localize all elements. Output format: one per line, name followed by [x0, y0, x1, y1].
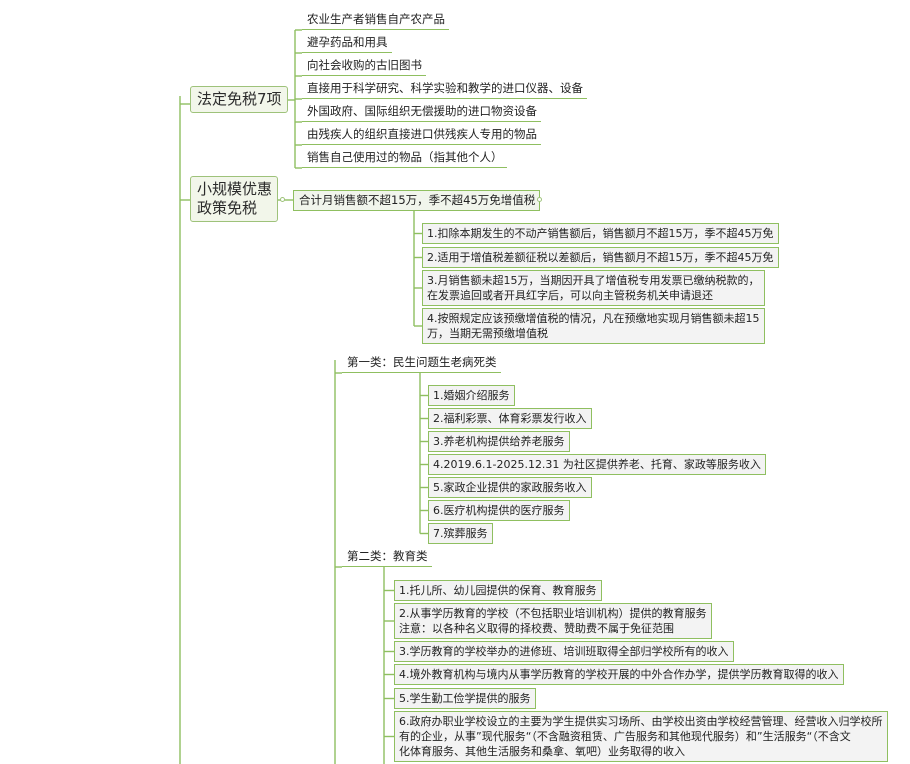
category1-item-5[interactable]: 5.家政企业提供的家政服务收入	[428, 477, 592, 498]
small-scale-detail-4[interactable]: 4.按照规定应该预缴增值税的情况，凡在预缴地实现月销售额未超15 万，当期无需预…	[422, 308, 765, 344]
legal-item-1[interactable]: 农业生产者销售自产农产品	[302, 10, 449, 30]
small-scale-detail-2[interactable]: 2.适用于增值税差额征税以差额后，销售额月不超15万，季不超45万免	[422, 247, 779, 268]
topic-small-scale[interactable]: 小规模优惠 政策免税	[190, 176, 278, 222]
category2-item-2[interactable]: 2.从事学历教育的学校（不包括职业培训机构）提供的教育服务 注意：以各种名义取得…	[394, 603, 712, 639]
category1-item-6[interactable]: 6.医疗机构提供的医疗服务	[428, 500, 570, 521]
category1-item-1[interactable]: 1.婚姻介绍服务	[428, 385, 515, 406]
collapse-handle[interactable]	[280, 197, 285, 202]
legal-item-6[interactable]: 由残疾人的组织直接进口供残疾人专用的物品	[302, 125, 541, 145]
category1-item-2[interactable]: 2.福利彩票、体育彩票发行收入	[428, 408, 592, 429]
legal-item-3[interactable]: 向社会收购的古旧图书	[302, 56, 426, 76]
small-scale-detail-1[interactable]: 1.扣除本期发生的不动产销售额后，销售额月不超15万，季不超45万免	[422, 223, 779, 244]
legal-item-4[interactable]: 直接用于科学研究、科学实验和教学的进口仪器、设备	[302, 79, 587, 99]
legal-item-7[interactable]: 销售自己使用过的物品（指其他个人）	[302, 148, 507, 168]
topic-legal-exemptions[interactable]: 法定免税7项	[190, 86, 288, 113]
category2-item-5[interactable]: 5.学生勤工俭学提供的服务	[394, 688, 536, 709]
small-scale-main[interactable]: 合计月销售额不超15万，季不超45万免增值税	[293, 190, 541, 211]
category2-item-3[interactable]: 3.学历教育的学校举办的进修班、培训班取得全部归学校所有的收入	[394, 641, 734, 662]
small-scale-detail-3[interactable]: 3.月销售额未超15万，当期因开具了增值税专用发票已缴纳税款的， 在发票追回或者…	[422, 270, 765, 306]
legal-item-5[interactable]: 外国政府、国际组织无偿援助的进口物资设备	[302, 102, 541, 122]
legal-item-2[interactable]: 避孕药品和用具	[302, 33, 392, 53]
category1-item-4[interactable]: 4.2019.6.1-2025.12.31 为社区提供养老、托育、家政等服务收入	[428, 454, 766, 475]
category2-item-6[interactable]: 6.政府办职业学校设立的主要为学生提供实习场所、由学校出资由学校经营管理、经营收…	[394, 711, 888, 762]
category2-item-1[interactable]: 1.托儿所、幼儿园提供的保育、教育服务	[394, 580, 602, 601]
category1-title[interactable]: 第一类：民生问题生老病死类	[342, 353, 501, 373]
category1-item-3[interactable]: 3.养老机构提供给养老服务	[428, 431, 570, 452]
category1-item-7[interactable]: 7.殡葬服务	[428, 523, 493, 544]
collapse-handle[interactable]	[537, 197, 542, 202]
category2-item-4[interactable]: 4.境外教育机构与境内从事学历教育的学校开展的中外合作办学，提供学历教育取得的收…	[394, 664, 844, 685]
category2-title[interactable]: 第二类：教育类	[342, 547, 432, 567]
